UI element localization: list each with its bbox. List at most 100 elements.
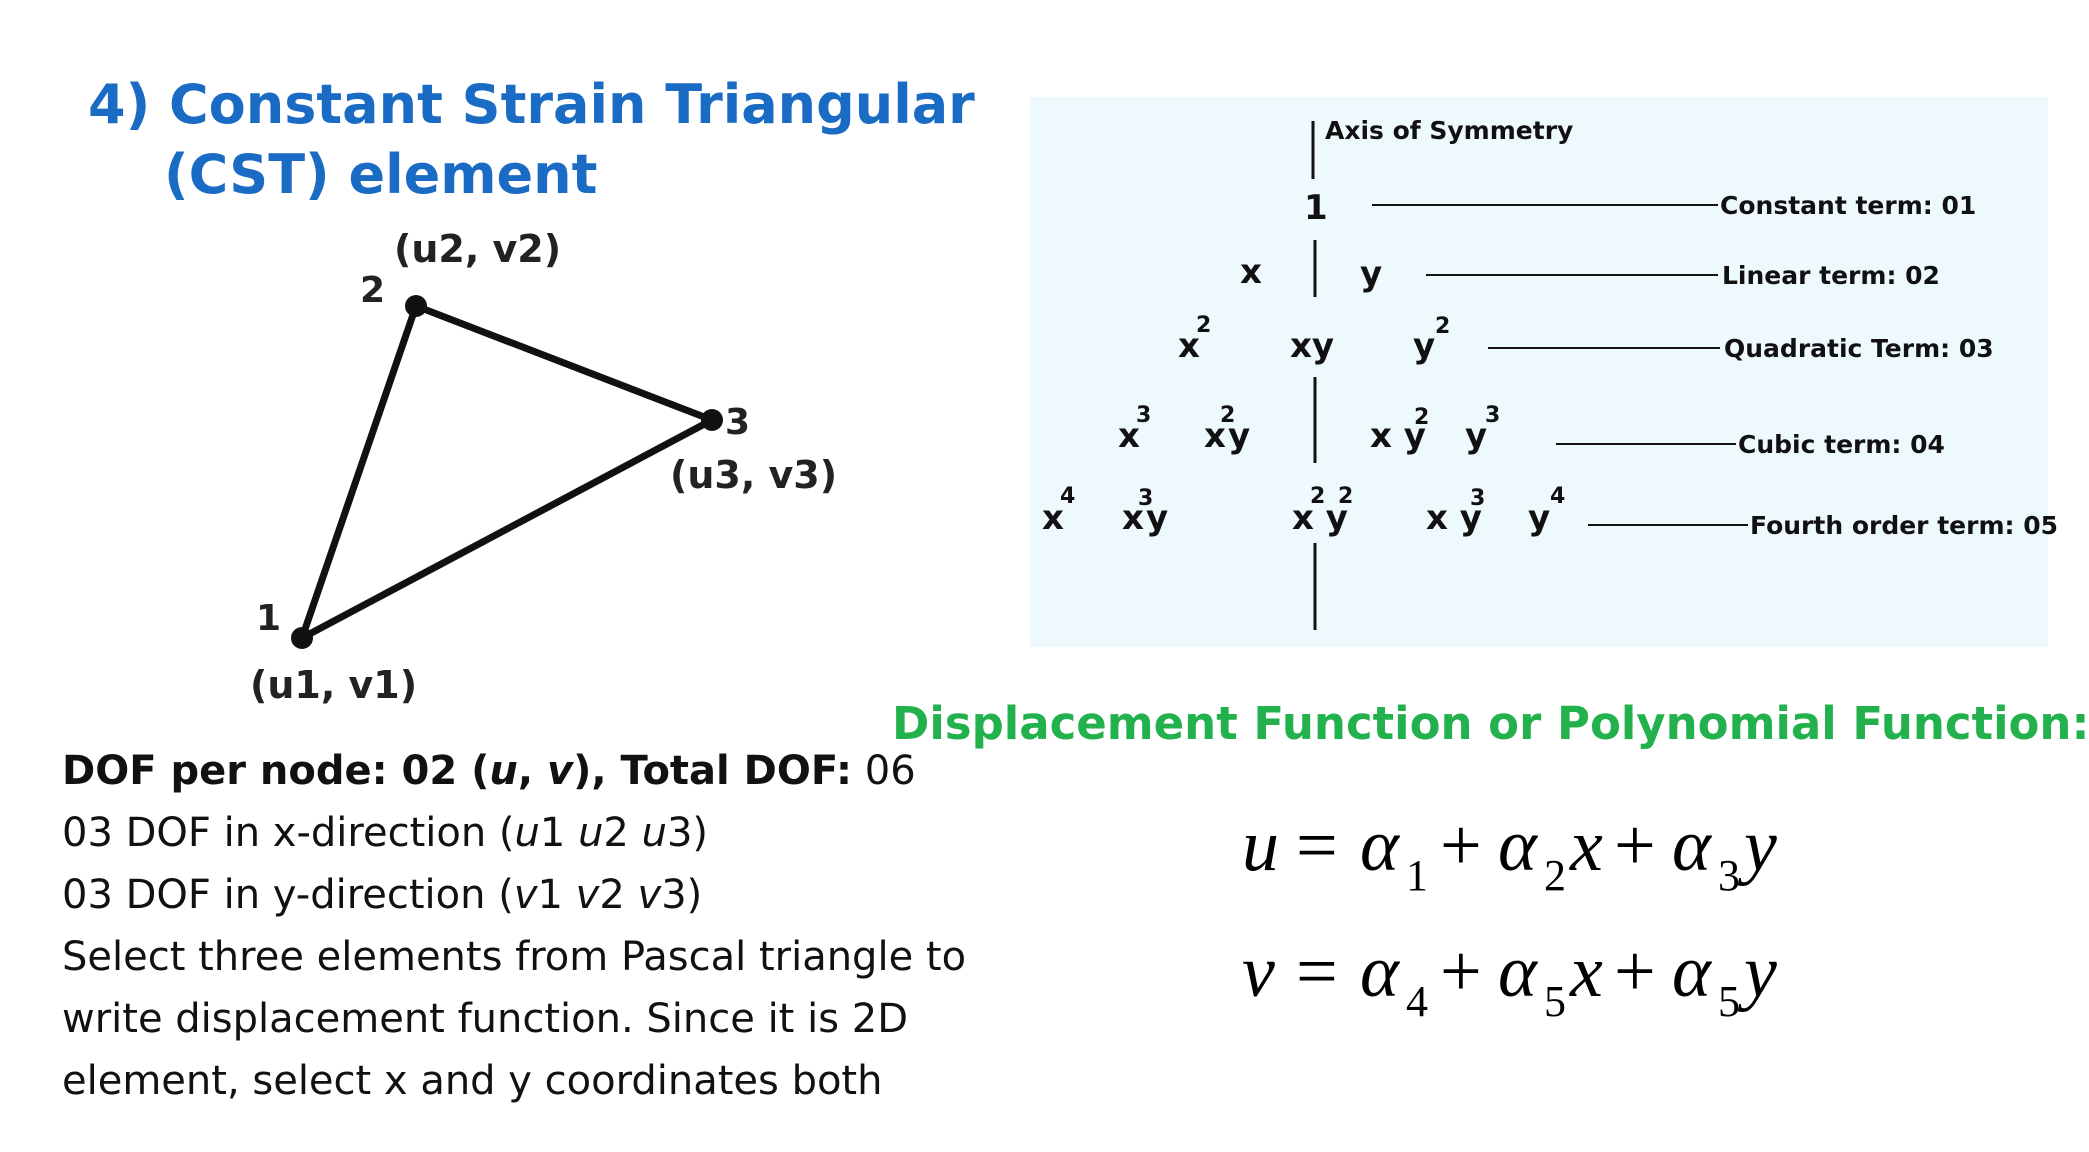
pascal-term-xy3: x y — [1426, 498, 1482, 538]
pascal-term-x2y-exp: 2 — [1220, 403, 1235, 428]
node-2-dot — [405, 295, 427, 317]
pascal-term-x3y-exp: 3 — [1138, 486, 1153, 511]
dof-line-3-v3: v — [637, 872, 662, 918]
eq2-lhs: v — [1242, 931, 1275, 1013]
dof-line-1-a: DOF per node: 02 ( — [62, 748, 490, 794]
eq1-equals: = — [1296, 805, 1338, 887]
triangle-outline — [298, 302, 716, 642]
eq1-alpha3: α — [1672, 805, 1713, 887]
eq2-x: x — [1569, 931, 1603, 1013]
displacement-function-heading: Displacement Function or Polynomial Func… — [892, 697, 2089, 750]
dof-line-2-u1: u — [514, 810, 540, 856]
dof-line-5: write displacement function. Since it is… — [62, 996, 908, 1042]
cst-triangle-diagram: 1 (u1, v1) 2 (u2, v2) 3 (u3, v3) — [250, 227, 837, 707]
pascal-term-xy3-exp: 3 — [1470, 486, 1485, 511]
eq2-alpha5b: α — [1672, 931, 1713, 1013]
eq1-y: y — [1737, 805, 1777, 887]
dof-line-3-b: 1 — [537, 872, 576, 918]
term-label-fourth: Fourth order term: 05 — [1750, 511, 2058, 540]
dof-line-1-b: ), Total DOF: — [573, 748, 853, 794]
pascal-term-xy: xy — [1290, 326, 1334, 366]
eq2-plus1: + — [1440, 931, 1482, 1013]
node-3-dot — [701, 409, 723, 431]
pascal-term-y4-exp: 4 — [1550, 484, 1565, 509]
eq1-sub3: 3 — [1718, 851, 1740, 900]
eq2-plus2: + — [1614, 931, 1656, 1013]
dof-description: DOF per node: 02 (u, v), Total DOF: 06 0… — [62, 740, 1022, 1112]
pascal-term-x: x — [1240, 252, 1262, 292]
dof-line-6: element, select x and y coordinates both — [62, 1058, 883, 1104]
pascal-term-x2y2-exp-x: 2 — [1310, 484, 1325, 509]
node-1-label: 1 — [256, 598, 281, 639]
pascal-term-x2y2: x y — [1292, 498, 1348, 538]
eq2-alpha4: α — [1360, 931, 1401, 1013]
dof-line-3-v2: v — [575, 872, 600, 918]
dof-line-2-b: 1 — [539, 810, 579, 856]
eq1-plus1: + — [1440, 805, 1482, 887]
dof-line-1-comma: , — [517, 748, 547, 794]
pascal-triangle-panel: Axis of Symmetry 1 x y x 2 xy y 2 x 3 x … — [1030, 97, 2058, 647]
eq1-x: x — [1569, 805, 1603, 887]
eq2-sub3: 5 — [1718, 977, 1740, 1026]
eq1-plus2: + — [1614, 805, 1656, 887]
dof-line-3-c: 2 — [599, 872, 638, 918]
pascal-term-x2y: x — [1204, 416, 1226, 456]
eq1-sub2: 2 — [1544, 851, 1566, 900]
eq2-sub1: 4 — [1406, 977, 1428, 1026]
slide-title-line1: 4) Constant Strain Triangular — [88, 73, 975, 136]
pascal-term-x3: x — [1118, 416, 1140, 456]
slide-title: 4) Constant Strain Triangular (CST) elem… — [88, 70, 975, 210]
eq1-alpha2: α — [1498, 805, 1539, 887]
axis-of-symmetry-label: Axis of Symmetry — [1325, 116, 1573, 145]
dof-line-2-a: 03 DOF in x-direction ( — [62, 810, 515, 856]
term-label-constant: Constant term: 01 — [1720, 191, 1976, 220]
pascal-term-x3-exp: 3 — [1136, 403, 1151, 428]
dof-line-4: Select three elements from Pascal triang… — [62, 934, 967, 980]
pascal-term-x3y-y: y — [1146, 498, 1168, 538]
eq2-alpha5a: α — [1498, 931, 1539, 1013]
pascal-triangle: Axis of Symmetry 1 x y x 2 xy y 2 x 3 x … — [1042, 116, 2058, 630]
node-2-coord: (u2, v2) — [394, 227, 561, 271]
eq2-equals: = — [1296, 931, 1338, 1013]
pascal-term-y3-exp: 3 — [1485, 403, 1500, 428]
pascal-term-y2-exp: 2 — [1435, 314, 1450, 339]
node-1-dot — [291, 627, 313, 649]
pascal-term-x2y-y: y — [1228, 416, 1250, 456]
pascal-term-x3y: x — [1122, 498, 1144, 538]
dof-line-1-value: 06 — [852, 748, 916, 794]
eq1-lhs: u — [1242, 805, 1279, 887]
eq1-sub1: 1 — [1406, 851, 1428, 900]
pascal-term-x4-exp: 4 — [1060, 484, 1075, 509]
eq2-y: y — [1737, 931, 1777, 1013]
pascal-term-x2y2-exp-y: 2 — [1338, 484, 1353, 509]
dof-line-1-v: v — [547, 748, 574, 794]
term-label-linear: Linear term: 02 — [1722, 261, 1940, 290]
node-3-coord: (u3, v3) — [670, 453, 837, 497]
pascal-term-y3: y — [1465, 416, 1487, 456]
pascal-term-xy2: x y — [1370, 416, 1426, 456]
pascal-term-y4: y — [1528, 498, 1550, 538]
pascal-term-x4: x — [1042, 498, 1064, 538]
dof-line-3-d: 3) — [661, 872, 703, 918]
pascal-term-x2: x — [1178, 326, 1200, 366]
pascal-term-1: 1 — [1304, 188, 1328, 228]
pascal-term-x2-exp: 2 — [1196, 313, 1211, 338]
term-label-quadratic: Quadratic Term: 03 — [1724, 334, 1994, 363]
eq1-alpha1: α — [1360, 805, 1401, 887]
dof-line-2-u3: u — [641, 810, 667, 856]
dof-line-3: 03 DOF in y-direction (v1 v2 v3) — [62, 864, 1022, 926]
dof-line-3-a: 03 DOF in y-direction ( — [62, 872, 514, 918]
node-1-coord: (u1, v1) — [250, 663, 417, 707]
dof-line-2-u2: u — [578, 810, 604, 856]
dof-line-3-v1: v — [513, 872, 538, 918]
dof-line-1: DOF per node: 02 (u, v), Total DOF: 06 — [62, 740, 1022, 802]
eq2-sub2: 5 — [1544, 977, 1566, 1026]
pascal-term-xy2-exp: 2 — [1414, 405, 1429, 430]
dof-line-2-d: 3) — [666, 810, 709, 856]
dof-line-2-c: 2 — [603, 810, 642, 856]
node-2-label: 2 — [360, 270, 385, 311]
pascal-term-y: y — [1360, 254, 1382, 294]
dof-line-1-u: u — [489, 748, 518, 794]
pascal-term-y2: y — [1413, 326, 1435, 366]
dof-line-2: 03 DOF in x-direction (u1 u2 u3) — [62, 802, 1022, 864]
